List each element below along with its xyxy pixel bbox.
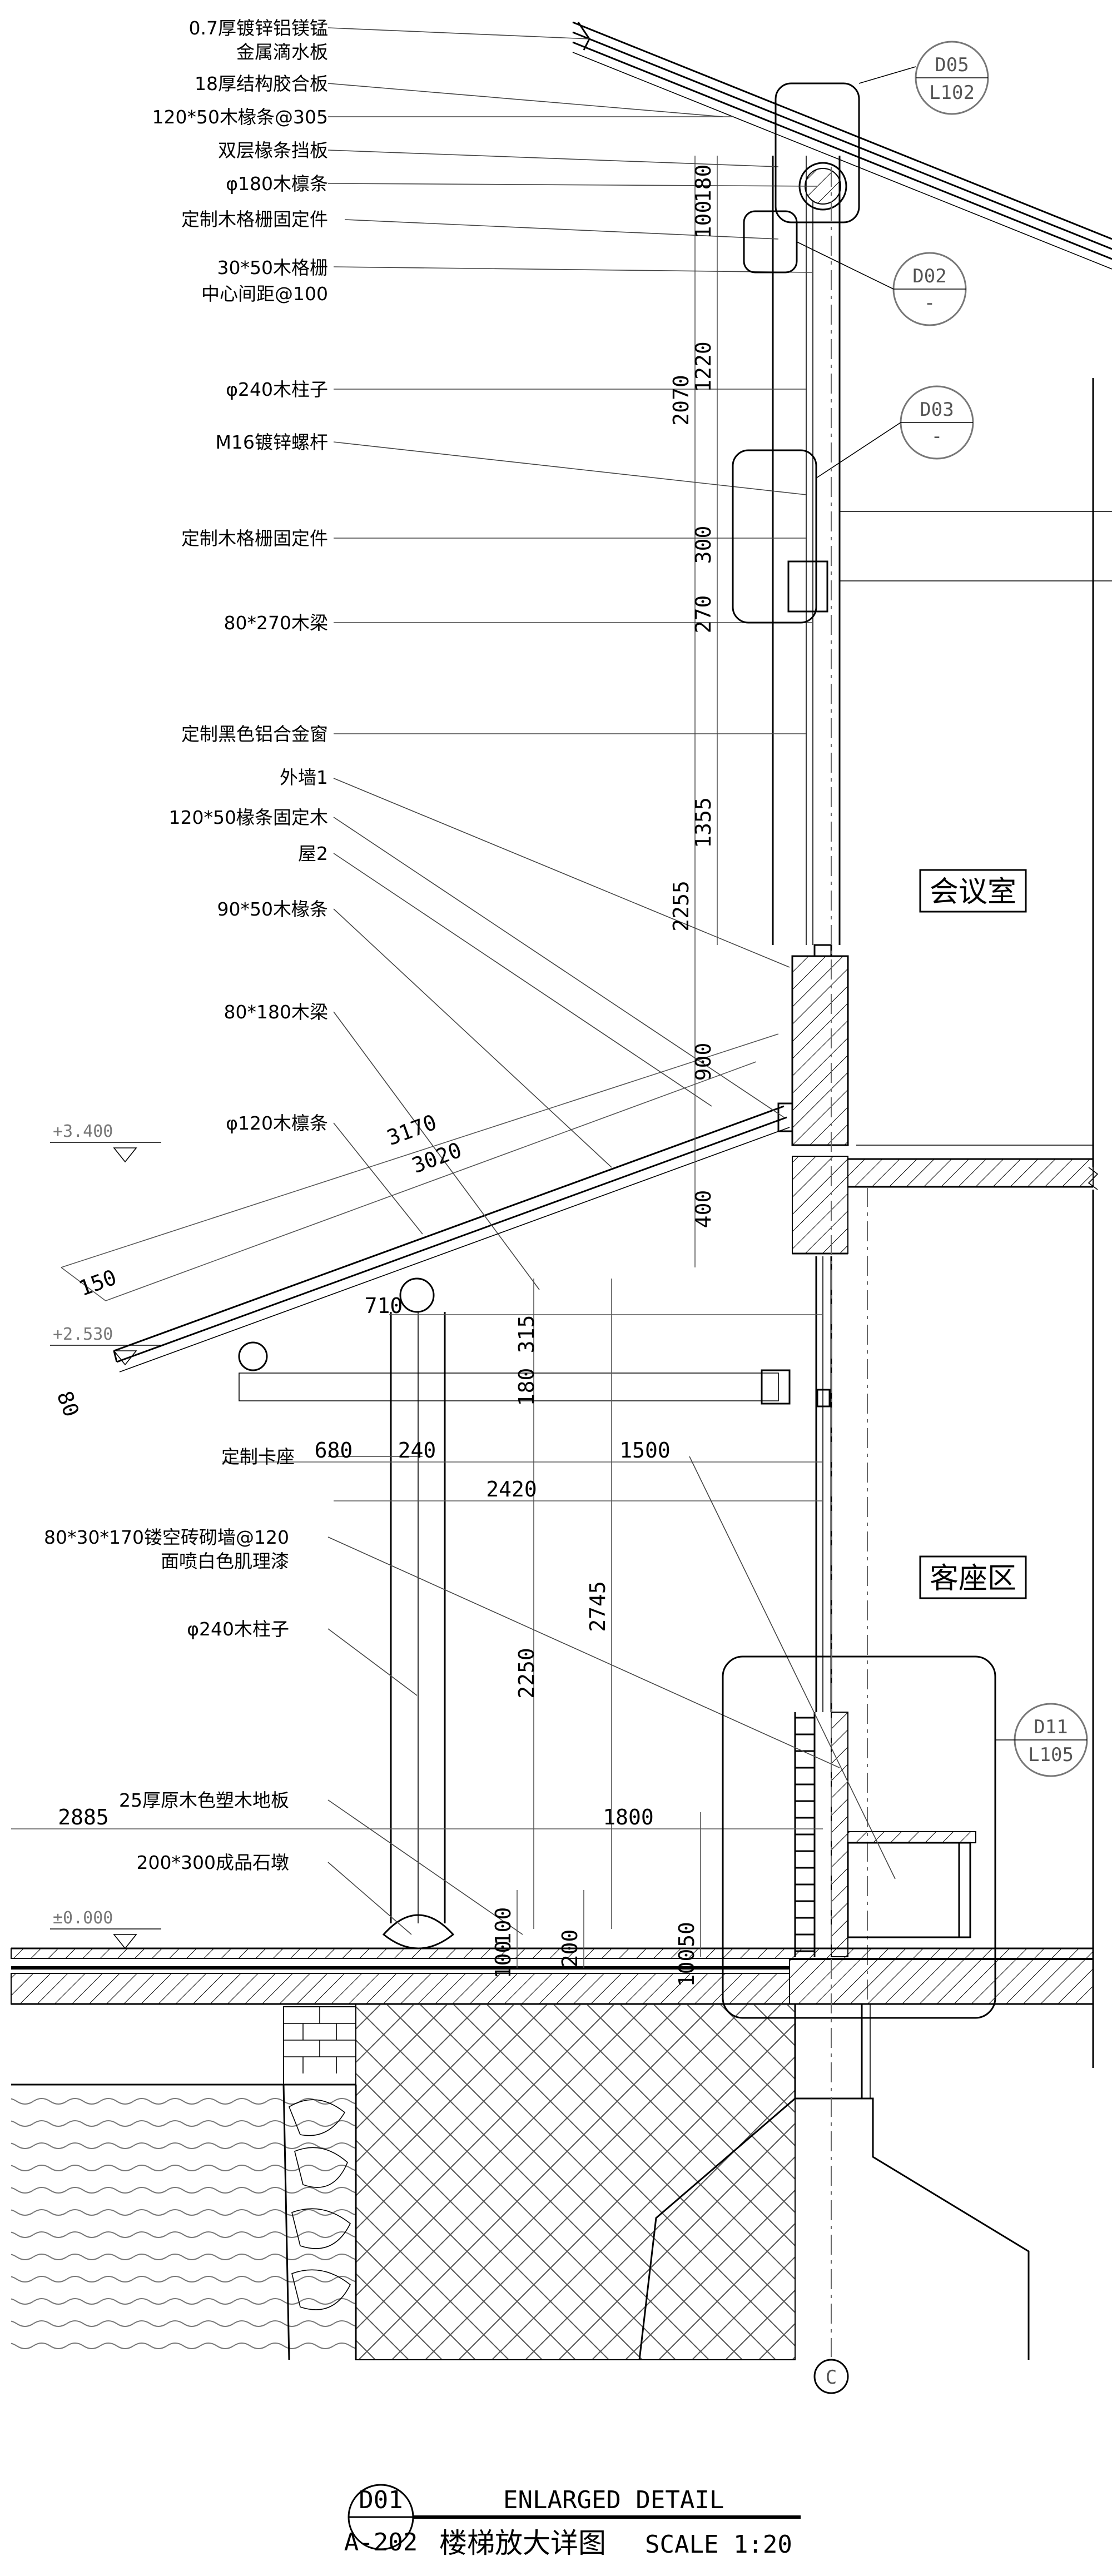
callout-d03: D03 — [920, 399, 954, 421]
dim-100d: 100 — [674, 1949, 699, 1987]
dim-2885: 2885 — [58, 1805, 109, 1829]
label-15: 外墙1 — [280, 767, 328, 788]
dim-315: 315 — [514, 1315, 539, 1354]
label-21: 定制卡座 — [221, 1446, 295, 1468]
timber-column — [772, 156, 841, 945]
lounge-box — [919, 1555, 1027, 1599]
dim-900: 900 — [691, 1043, 716, 1081]
callout-l105: L105 — [1028, 1744, 1074, 1766]
dim-1800: 1800 — [603, 1805, 654, 1829]
label-12: 定制木格栅固定件 — [181, 528, 328, 549]
callout-d03-sub: - — [931, 425, 942, 447]
lower-timber-post — [382, 1312, 455, 1950]
label-16: 120*50椽条固定木 — [169, 807, 328, 828]
dim-680: 680 — [315, 1438, 353, 1463]
dim-50: 50 — [674, 1922, 699, 1947]
dim-2070: 2070 — [669, 375, 693, 426]
dimension-texts: 180 100 1220 2070 300 270 1355 2255 900 … — [52, 165, 716, 1987]
sloped-roof — [113, 1102, 793, 1405]
label-11: M16镀锌螺杆 — [216, 431, 328, 453]
dim-270: 270 — [691, 595, 716, 634]
title-english: ENLARGED DETAIL — [503, 2486, 724, 2514]
level-markers: +3.400 +2.530 ±0.000 — [50, 1122, 161, 1950]
dim-1220: 1220 — [691, 341, 716, 392]
level-2530: +2.530 — [53, 1325, 113, 1344]
label-19: 80*180木梁 — [224, 1001, 328, 1023]
right-wall-lines — [840, 378, 1112, 2068]
dim-180: 180 — [691, 165, 716, 203]
dim-200: 200 — [558, 1929, 582, 1968]
dim-2250: 2250 — [514, 1648, 539, 1699]
dim-2255: 2255 — [669, 881, 693, 932]
level-0000: ±0.000 — [53, 1908, 113, 1928]
label-6: φ180木檩条 — [226, 173, 328, 195]
booth-seat — [847, 1831, 976, 1938]
leader-lines — [327, 27, 896, 1935]
callout-d05: D05 — [935, 54, 969, 76]
room-label-lounge: 客座区 — [930, 1562, 1016, 1595]
label-26: 200*300成品石墩 — [137, 1852, 289, 1873]
label-17: 屋2 — [298, 843, 328, 864]
label-23: 面喷白色肌理漆 — [161, 1550, 289, 1572]
callout-d02-sub: - — [924, 292, 935, 314]
label-10: φ240木柱子 — [226, 379, 328, 400]
label-7: 定制木格栅固定件 — [181, 208, 328, 230]
lower-window — [815, 1256, 832, 1712]
label-18: 90*50木椽条 — [217, 898, 328, 920]
detail-callouts — [722, 41, 1088, 2019]
label-14: 定制黑色铝合金窗 — [181, 723, 328, 745]
floor-slab — [11, 1947, 1094, 2360]
level-3400: +3.400 — [53, 1122, 113, 1141]
meeting-room-box — [919, 869, 1027, 913]
callout-d02: D02 — [912, 265, 946, 287]
label-3: 18厚结构胶合板 — [195, 73, 328, 95]
upper-roof — [572, 21, 1112, 270]
dim-2420: 2420 — [486, 1477, 537, 1501]
room-label-meeting: 会议室 — [930, 876, 1016, 909]
dim-300: 300 — [691, 526, 716, 564]
dim-100c: 100 — [491, 1941, 515, 1979]
label-24: φ240木柱子 — [187, 1618, 289, 1640]
dim-100: 100 — [691, 201, 716, 239]
label-1: 0.7厚镀锌铝镁锰 — [189, 17, 328, 39]
label-22: 80*30*170镂空砖砌墙@120 — [44, 1526, 289, 1548]
material-labels: 0.7厚镀锌铝镁锰 金属滴水板 18厚结构胶合板 120*50木椽条@305 双… — [44, 17, 328, 1873]
label-20: φ120木檩条 — [226, 1112, 328, 1134]
label-2: 金属滴水板 — [236, 41, 328, 63]
exterior-wall — [791, 944, 1094, 2001]
grid-axis-label: C — [826, 2366, 837, 2389]
perforated-brick-wall — [794, 1712, 848, 1957]
label-9: 中心间距@100 — [201, 283, 328, 305]
detail-number: D01 — [359, 2486, 403, 2514]
dim-150: 150 — [76, 1265, 120, 1301]
dimension-lines — [11, 156, 823, 1968]
title-chinese: 楼梯放大详图 — [439, 2527, 606, 2559]
grid-axis: C — [813, 167, 849, 2394]
label-13: 80*270木梁 — [224, 612, 328, 634]
dim-240: 240 — [398, 1438, 436, 1463]
dim-180b: 180 — [514, 1368, 539, 1406]
scale-label: SCALE 1:20 — [645, 2530, 792, 2559]
dim-80: 80 — [52, 1388, 84, 1420]
dim-2745: 2745 — [585, 1581, 610, 1632]
callout-texts: D05 L102 D02 - D03 - D11 L105 — [912, 54, 1074, 1766]
sheet-number: A-202 — [344, 2528, 418, 2557]
dim-100b: 100 — [491, 1907, 515, 1946]
label-25: 25厚原木色塑木地板 — [119, 1789, 289, 1811]
dim-400: 400 — [691, 1190, 716, 1229]
dim-710: 710 — [365, 1294, 403, 1318]
label-4: 120*50木椽条@305 — [152, 106, 328, 128]
dim-1355: 1355 — [691, 797, 716, 848]
label-8: 30*50木格栅 — [217, 257, 328, 279]
callout-d11: D11 — [1034, 1716, 1068, 1738]
dim-1500: 1500 — [619, 1438, 671, 1463]
title-block: D01 A-202 ENLARGED DETAIL 楼梯放大详图 SCALE 1… — [344, 2484, 801, 2559]
callout-l102: L102 — [929, 82, 975, 104]
label-5: 双层椽条挡板 — [218, 140, 328, 161]
